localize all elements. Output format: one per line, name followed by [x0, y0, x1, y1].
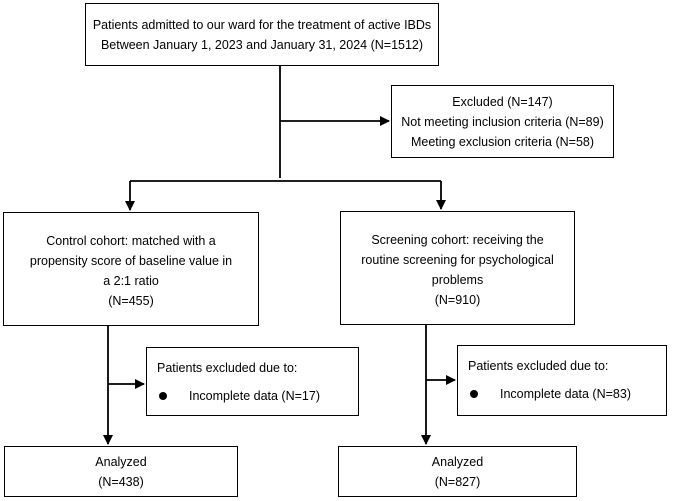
control-count: (N=455)	[108, 294, 154, 308]
screening-count: (N=910)	[434, 293, 481, 307]
screening-line-2: routine screening for psychological	[361, 253, 554, 267]
screening-excluded-item: Incomplete data (N=83)	[468, 384, 656, 404]
control-line-2: propensity score of baseline value in	[29, 254, 233, 268]
screening-excluded-box: Patients excluded due to: Incomplete dat…	[457, 345, 667, 416]
excluded-box: Excluded (N=147) Not meeting inclusion c…	[391, 85, 614, 158]
screening-analyzed-box: Analyzed (N=827)	[338, 446, 577, 497]
screening-line-1: Screening cohort: receiving the	[371, 233, 544, 247]
control-excluded-item: Incomplete data (N=17)	[157, 386, 348, 406]
control-line-3: a 2:1 ratio	[103, 274, 159, 288]
bullet-icon	[470, 390, 478, 398]
control-excluded-title: Patients excluded due to:	[157, 361, 298, 375]
excluded-title: Excluded (N=147)	[452, 94, 553, 109]
admitted-line-1: Patients admitted to our ward for the tr…	[92, 17, 432, 32]
control-excluded-box: Patients excluded due to: Incomplete dat…	[146, 347, 359, 416]
admitted-line-2: Between January 1, 2023 and January 31, …	[100, 37, 424, 52]
screening-line-3: problems	[431, 273, 484, 287]
control-line-1: Control cohort: matched with a	[46, 234, 216, 248]
admitted-patients-box: Patients admitted to our ward for the tr…	[85, 3, 439, 66]
excluded-inclusion: Not meeting inclusion criteria (N=89)	[401, 114, 604, 129]
screening-excluded-title: Patients excluded due to:	[468, 359, 609, 373]
screening-cohort-box: Screening cohort: receiving the routine …	[340, 211, 575, 325]
bullet-icon	[159, 392, 167, 400]
control-cohort-box: Control cohort: matched with a propensit…	[3, 212, 259, 326]
screening-excluded-text: Incomplete data (N=83)	[500, 387, 631, 401]
control-excluded-text: Incomplete data (N=17)	[189, 389, 320, 403]
screening-analyzed-count: (N=827)	[434, 474, 481, 489]
control-analyzed-count: (N=438)	[98, 474, 144, 489]
excluded-exclusion: Meeting exclusion criteria (N=58)	[410, 134, 595, 149]
control-analyzed-box: Analyzed (N=438)	[4, 446, 238, 497]
control-analyzed-label: Analyzed	[95, 454, 147, 469]
screening-analyzed-label: Analyzed	[431, 454, 484, 469]
